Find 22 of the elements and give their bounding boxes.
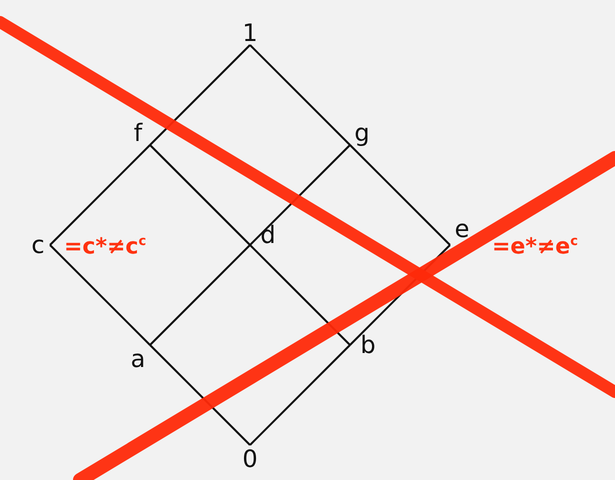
vertex-label: a bbox=[128, 347, 148, 371]
lattice-line bbox=[49, 244, 151, 346]
vertex-label: g bbox=[352, 121, 372, 145]
lattice-line bbox=[149, 244, 251, 346]
lattice-line bbox=[149, 44, 251, 146]
vertex-label: b bbox=[358, 333, 378, 357]
lattice-line bbox=[349, 144, 451, 246]
vertex-label: 0 bbox=[240, 447, 260, 471]
vertex-label: d bbox=[258, 223, 278, 247]
vertex-label: e bbox=[452, 217, 472, 241]
vertex-label: c bbox=[28, 233, 48, 257]
lattice-line bbox=[149, 344, 251, 446]
lattice-line bbox=[249, 144, 351, 246]
lattice-line bbox=[49, 144, 151, 246]
vertex-label: f bbox=[128, 121, 148, 145]
annotation: =c*≠c$^{c}$ bbox=[64, 233, 146, 260]
lattice-line bbox=[249, 344, 351, 446]
vertex-label: 1 bbox=[240, 21, 260, 45]
lattice-line bbox=[249, 244, 351, 346]
lattice-line bbox=[249, 44, 351, 146]
lattice-line bbox=[149, 144, 251, 246]
annotation: =e*≠e$^{c}$ bbox=[492, 233, 578, 260]
